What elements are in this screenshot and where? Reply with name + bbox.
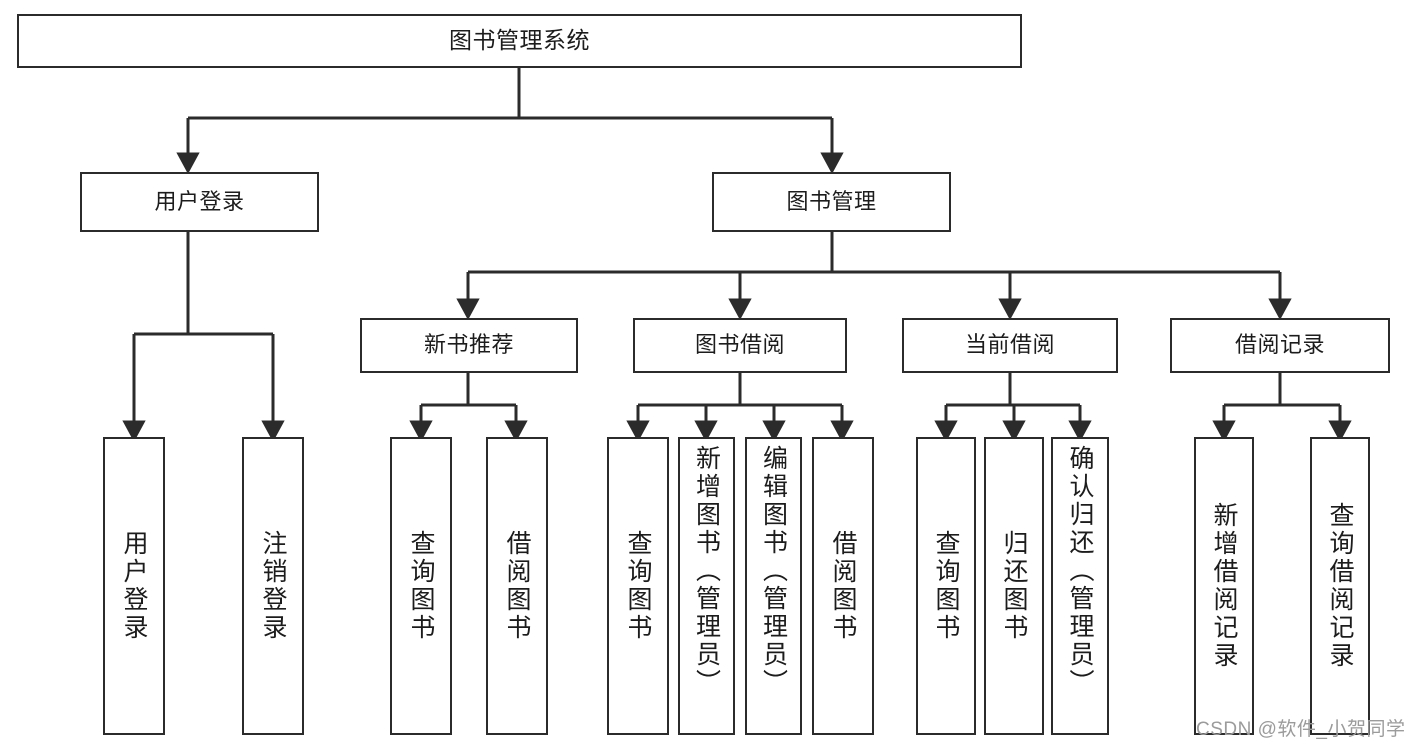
node-leaf-query-book-3[interactable]: 查询图书 [916, 437, 976, 735]
node-user-login[interactable]: 用户登录 [80, 172, 319, 232]
node-new-book-rec[interactable]: 新书推荐 [360, 318, 578, 373]
node-leaf-borrow-book-1[interactable]: 借阅图书 [486, 437, 548, 735]
node-borrow-record[interactable]: 借阅记录 [1170, 318, 1390, 373]
node-leaf-edit-book[interactable]: 编辑图书（管理员） [745, 437, 802, 735]
node-leaf-add-book[interactable]: 新增图书（管理员） [678, 437, 735, 735]
node-leaf-query-book-1[interactable]: 查询图书 [390, 437, 452, 735]
watermark-label: CSDN @软件_小贺同学 [1196, 719, 1405, 740]
node-book-borrow[interactable]: 图书借阅 [633, 318, 847, 373]
node-leaf-return-book[interactable]: 归还图书 [984, 437, 1044, 735]
node-book-manage[interactable]: 图书管理 [712, 172, 951, 232]
node-leaf-query-record[interactable]: 查询借阅记录 [1310, 437, 1370, 735]
node-current-borrow[interactable]: 当前借阅 [902, 318, 1118, 373]
node-leaf-confirm-return[interactable]: 确认归还（管理员） [1051, 437, 1109, 735]
node-root[interactable]: 图书管理系统 [17, 14, 1022, 68]
node-leaf-query-book-2[interactable]: 查询图书 [607, 437, 669, 735]
node-leaf-add-record[interactable]: 新增借阅记录 [1194, 437, 1254, 735]
node-leaf-user-logout[interactable]: 注销登录 [242, 437, 304, 735]
node-leaf-borrow-book-2[interactable]: 借阅图书 [812, 437, 874, 735]
node-leaf-user-login[interactable]: 用户登录 [103, 437, 165, 735]
